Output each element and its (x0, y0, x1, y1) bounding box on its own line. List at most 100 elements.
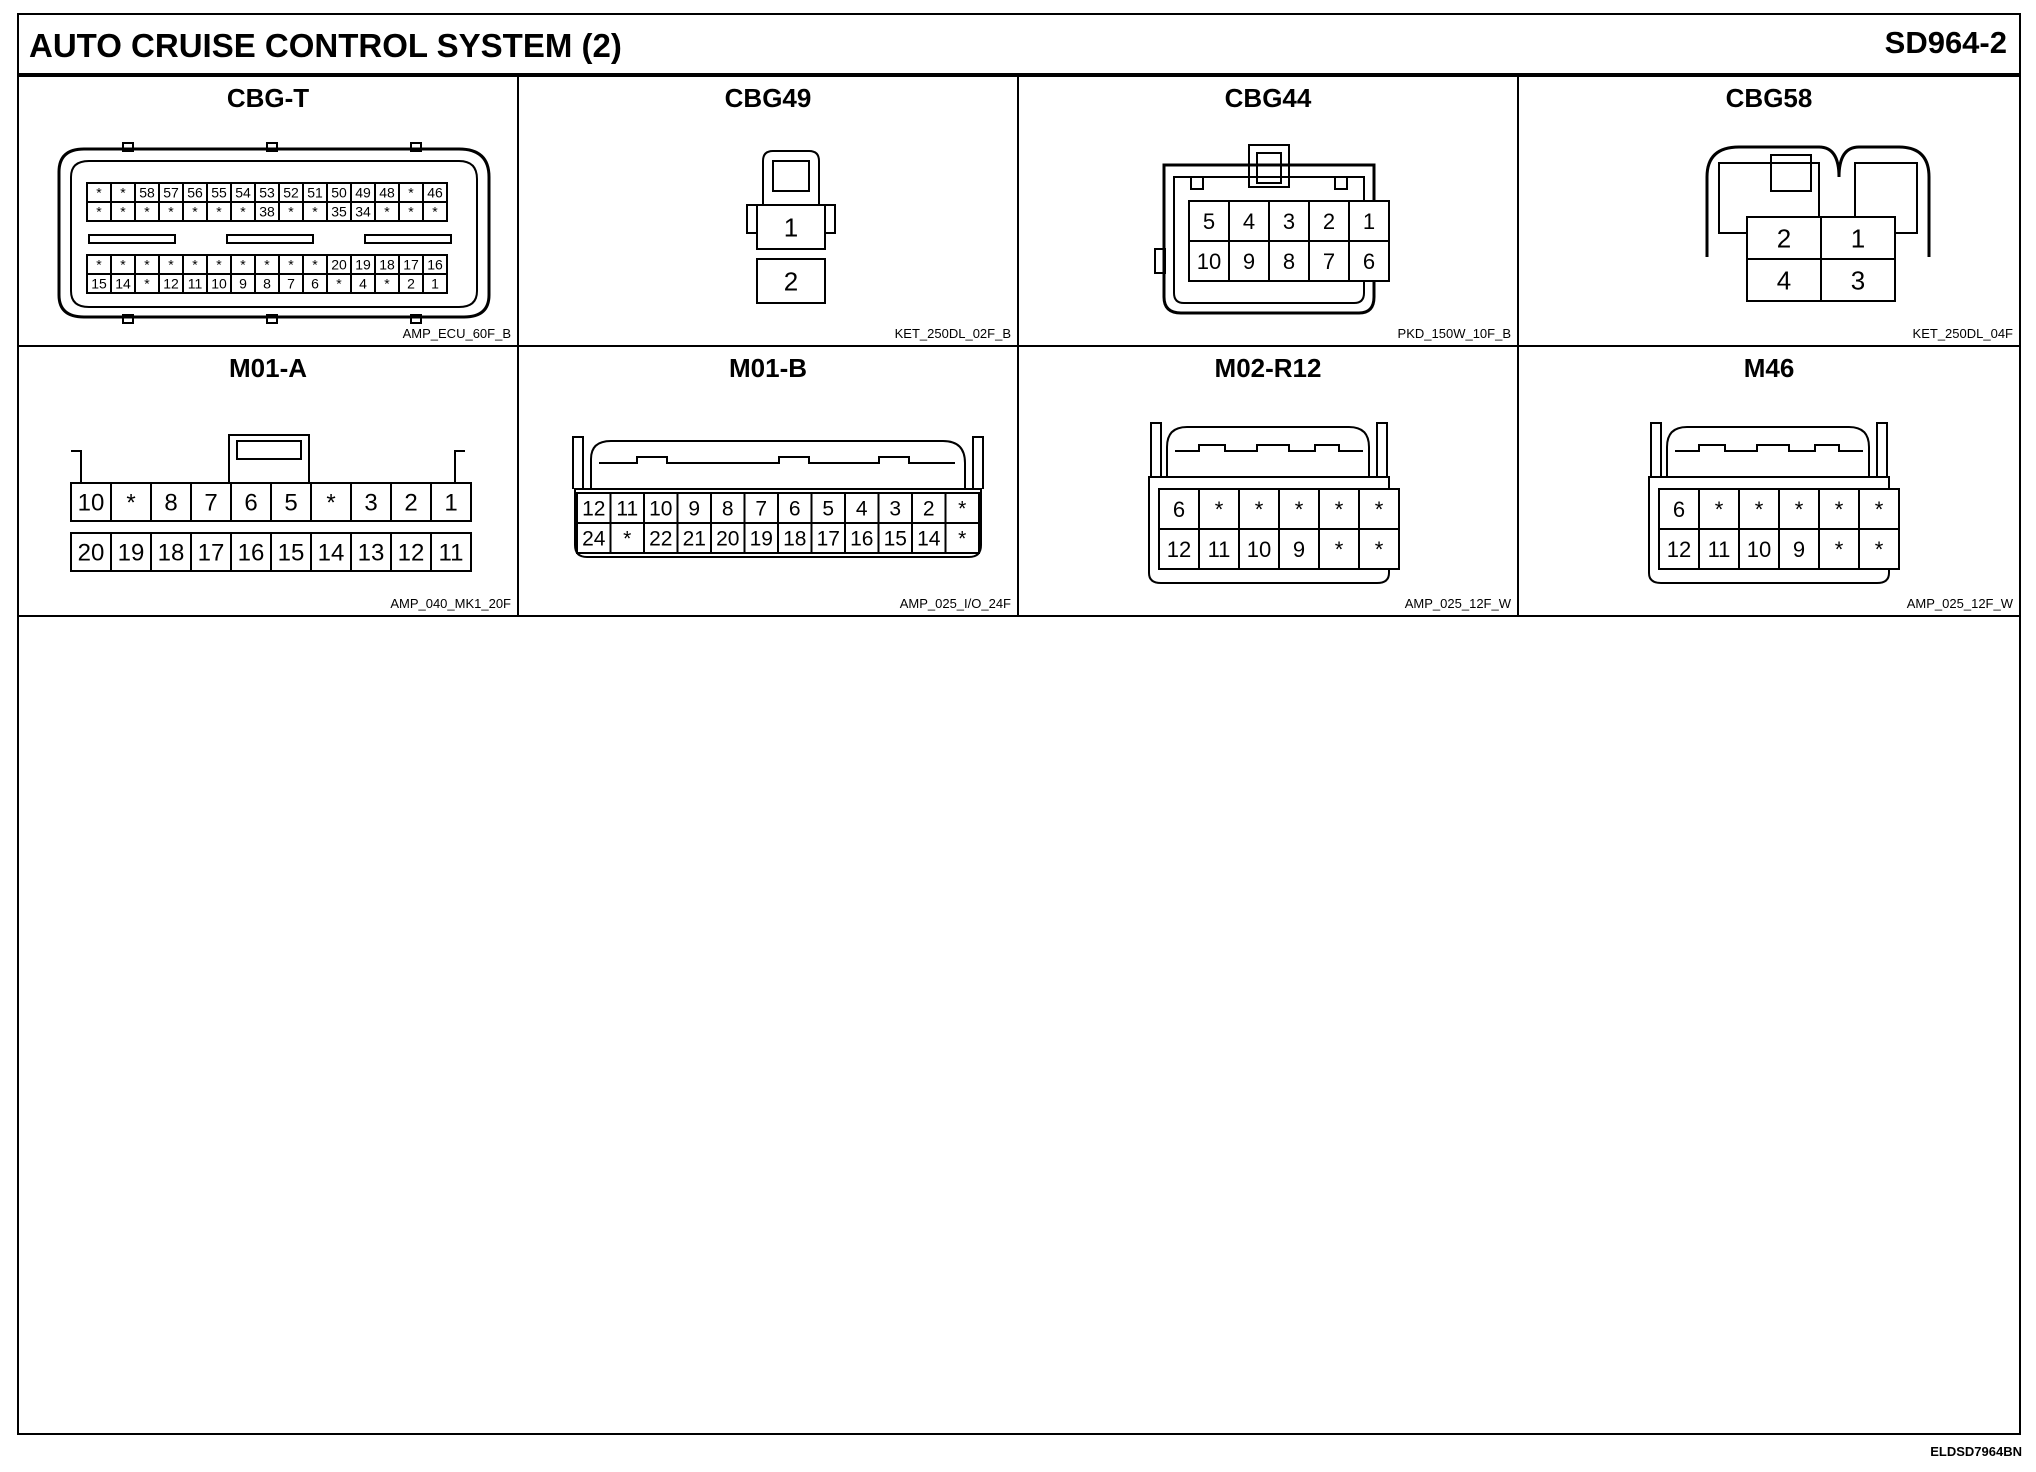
unused-pin-marker: * (958, 528, 966, 551)
connector-name: CBG-T (226, 83, 310, 113)
pin-cell (70, 482, 112, 522)
unused-pin-marker: * (326, 490, 335, 517)
pin-number: 1 (431, 276, 439, 292)
pin-number: 14 (917, 528, 941, 551)
pin-number: 19 (355, 257, 371, 273)
pin-number: 18 (379, 257, 395, 273)
pin-number: 50 (331, 185, 347, 201)
pin-number: 11 (1208, 537, 1231, 562)
pin-number: 2 (784, 266, 798, 296)
pin-cell (844, 522, 880, 554)
pin-cell (1348, 200, 1390, 242)
pin-number: 18 (158, 540, 185, 567)
pin-number: 4 (1777, 265, 1791, 295)
pin-cell (1818, 488, 1860, 530)
pin-number: 12 (398, 540, 425, 567)
unused-pin-marker: * (120, 204, 126, 220)
pin-cell (270, 532, 312, 572)
pin-cell (1818, 528, 1860, 570)
pin-cell (190, 482, 232, 522)
pin-number: 11 (1708, 537, 1731, 562)
unused-pin-marker: * (1295, 497, 1304, 522)
pin-number: 9 (1793, 537, 1805, 562)
pin-cell (150, 482, 192, 522)
pin-cell (110, 482, 152, 522)
unused-pin-marker: * (240, 204, 246, 220)
pin-number: 10 (78, 490, 105, 517)
pin-number: 51 (307, 185, 323, 201)
pin-number: 4 (856, 498, 868, 521)
connector-name: CBG44 (1224, 83, 1312, 113)
pin-number: 9 (239, 276, 247, 292)
connector-drawing: 12 (746, 150, 836, 304)
pin-number: 6 (244, 490, 257, 517)
pin-number: 12 (1167, 537, 1191, 562)
pin-cell (877, 492, 913, 524)
unused-pin-marker: * (96, 185, 102, 201)
pin-number: 5 (1203, 209, 1215, 234)
pin-cell (1228, 240, 1270, 282)
unused-pin-marker: * (216, 204, 222, 220)
pin-number: 10 (1247, 537, 1271, 562)
unused-pin-marker: * (120, 257, 126, 273)
pin-cell (1358, 528, 1400, 570)
unused-pin-marker: * (384, 276, 390, 292)
pin-number: 6 (789, 498, 801, 521)
pin-number: 8 (263, 276, 271, 292)
unused-pin-marker: * (1755, 497, 1764, 522)
unused-pin-marker: * (1215, 497, 1224, 522)
unused-pin-marker: * (126, 490, 135, 517)
pin-cell (390, 482, 432, 522)
unused-pin-marker: * (120, 185, 126, 201)
pin-cell (1698, 528, 1740, 570)
connector-type: KET_250DL_02F_B (894, 326, 1011, 341)
pin-cell (609, 522, 645, 554)
pin-number: 46 (427, 185, 443, 201)
pin-number: 5 (284, 490, 297, 517)
connector-name: CBG58 (1725, 83, 1813, 113)
unused-pin-marker: * (958, 498, 966, 521)
pin-cell (1738, 528, 1780, 570)
unused-pin-marker: * (1335, 497, 1344, 522)
pin-number: 7 (1323, 249, 1335, 274)
pin-cell (911, 522, 947, 554)
unused-pin-marker: * (96, 257, 102, 273)
pin-cell (1778, 528, 1820, 570)
connector-type: AMP_025_12F_W (1404, 596, 1511, 611)
pin-number: 21 (683, 528, 706, 551)
pin-number: 16 (238, 540, 265, 567)
connector-type: AMP_025_12F_W (1906, 596, 2013, 611)
pin-cell (110, 532, 152, 572)
pin-number: 17 (403, 257, 419, 273)
pin-cell (1820, 258, 1896, 302)
pin-number: 10 (649, 498, 672, 521)
pin-cell (1858, 488, 1900, 530)
unused-pin-marker: * (144, 276, 150, 292)
pin-number: 19 (750, 528, 773, 551)
pin-cell (230, 532, 272, 572)
pin-number: 10 (211, 276, 227, 292)
connector-name: CBG49 (724, 83, 812, 113)
unused-pin-marker: * (288, 257, 294, 273)
header: AUTO CRUISE CONTROL SYSTEM (2) SD964-2 (19, 15, 2019, 77)
pin-number: 3 (1283, 209, 1295, 234)
pin-number: 15 (91, 276, 107, 292)
pin-cell (1658, 528, 1700, 570)
unused-pin-marker: * (168, 257, 174, 273)
pin-number: 18 (783, 528, 806, 551)
figure-reference: ELDSD7964BN (1930, 1444, 2022, 1459)
pin-cell (422, 273, 448, 294)
pin-number: 12 (1667, 537, 1691, 562)
pin-number: 20 (78, 540, 105, 567)
pin-number: 20 (716, 528, 739, 551)
page-title: AUTO CRUISE CONTROL SYSTEM (2) (29, 27, 622, 64)
pin-number: 2 (407, 276, 415, 292)
pin-number: 16 (850, 528, 873, 551)
connector-name: M46 (1743, 353, 1795, 383)
pin-cell (1198, 528, 1240, 570)
